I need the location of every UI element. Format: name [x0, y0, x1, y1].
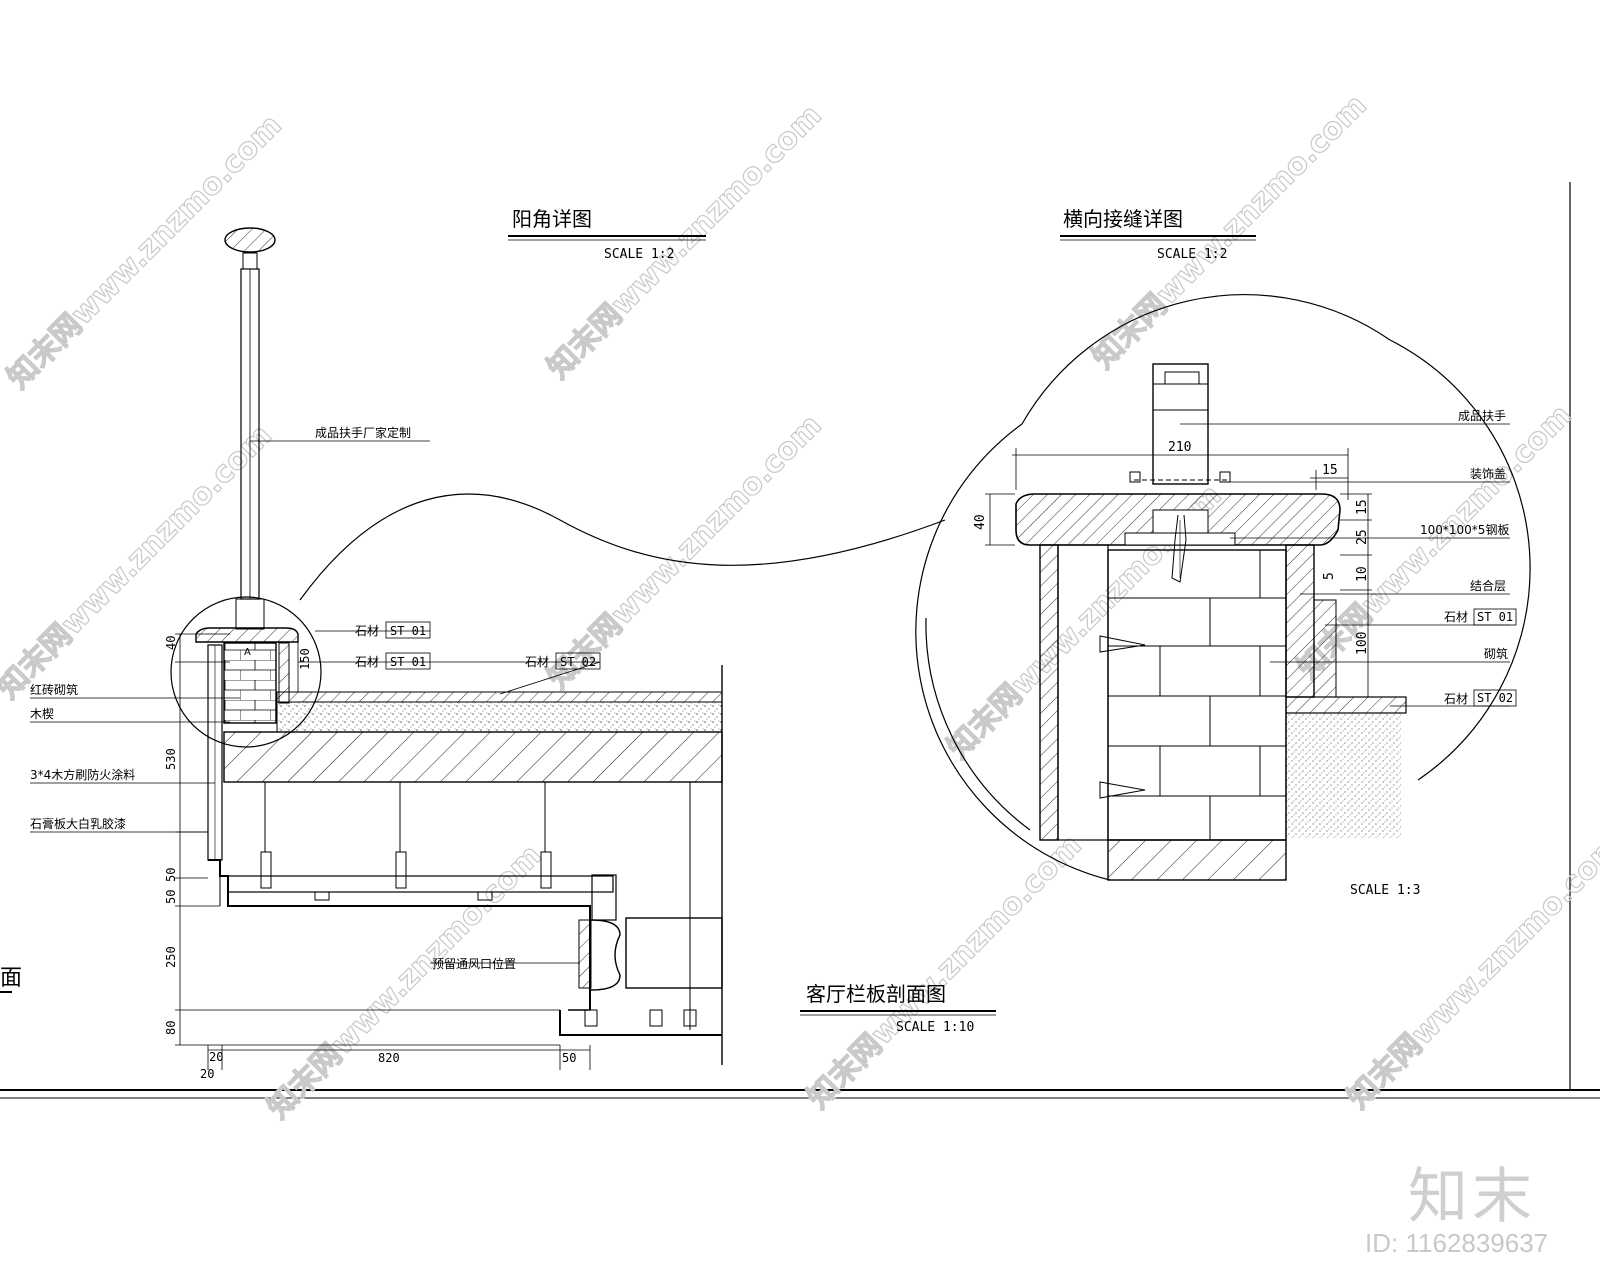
dim-20: 20 — [209, 1050, 223, 1064]
label-stone: 石材 — [1444, 610, 1468, 624]
dim-80: 80 — [164, 1021, 178, 1035]
label-stone: 石材 — [355, 624, 379, 638]
dim-210: 210 — [1168, 440, 1191, 455]
watermark: 知末网www.znzmo.com — [541, 98, 829, 386]
anchor-letter: A — [244, 647, 251, 658]
dim-10: 10 — [1355, 566, 1370, 582]
label-bond: 结合层 — [1470, 578, 1506, 593]
label-handrail: 成品扶手 — [1458, 408, 1506, 423]
code-st01: ST 01 — [390, 655, 426, 669]
label-handrail: 成品扶手厂家定制 — [315, 425, 411, 440]
section-drawing — [170, 227, 946, 1065]
joint-detail-drawing — [915, 294, 1531, 881]
label-trim: 装饰盖 — [1470, 467, 1506, 481]
edge-mark: 面 — [0, 966, 22, 991]
scale-section: SCALE 1:10 — [896, 1020, 974, 1035]
dim-100: 100 — [1355, 632, 1370, 655]
right-dim-text: 210 15 40 15 25 5 10 100 — [973, 440, 1370, 655]
dim-25: 25 — [1355, 529, 1370, 545]
label-vent: 预留通风口位置 — [432, 956, 516, 971]
left-dim-text: 40 150 530 50 50 250 80 20 20 820 50 — [164, 636, 576, 1081]
watermark: 知末网www.znzmo.com — [801, 828, 1089, 1116]
dim-15: 15 — [1322, 463, 1338, 478]
dim-20: 20 — [200, 1067, 214, 1081]
titles: 阳角详图 SCALE 1:2 横向接缝详图 SCALE 1:2 客厅栏板剖面图 … — [508, 207, 1420, 1035]
right-dimensions — [985, 448, 1372, 698]
code-st02: ST 02 — [560, 655, 596, 669]
watermark: 知末网www.znzmo.com — [1086, 88, 1374, 376]
left-dimensions — [175, 633, 591, 1070]
code-st01: ST 01 — [390, 624, 426, 638]
title-corner-detail: 阳角详图 — [512, 207, 592, 231]
brand-logo: 知末 — [1408, 1162, 1536, 1232]
scale-circle: SCALE 1:3 — [1350, 883, 1420, 898]
right-leaders — [1180, 423, 1510, 707]
label-wood-batten: 3*4木方刷防火涂料 — [30, 767, 135, 782]
watermark: 知末网www.znzmo.com — [541, 408, 829, 696]
dim-250: 250 — [164, 946, 178, 968]
dim-530: 530 — [164, 748, 178, 770]
title-section: 客厅栏板剖面图 — [806, 982, 946, 1006]
label-stone: 石材 — [1444, 692, 1468, 706]
drawing-frame — [0, 182, 1600, 1099]
label-stone: 石材 — [525, 655, 549, 669]
label-steel-plate: 100*100*5钢板 — [1420, 523, 1509, 537]
scale-joint: SCALE 1:2 — [1157, 247, 1227, 262]
watermark: 知末网www.znzmo.com — [1341, 828, 1600, 1116]
label-wood: 木楔 — [30, 707, 54, 721]
title-joint-detail: 横向接缝详图 — [1063, 207, 1183, 231]
right-label-text: 成品扶手 装饰盖 100*100*5钢板 结合层 石材 ST 01 砌筑 石材 … — [1420, 408, 1517, 707]
dim-50: 50 — [562, 1051, 576, 1065]
code-st02: ST 02 — [1477, 691, 1513, 705]
dim-150: 150 — [298, 648, 312, 670]
dim-5: 5 — [1322, 572, 1337, 580]
dim-40: 40 — [973, 514, 988, 530]
label-gypsum: 石膏板大白乳胶漆 — [30, 816, 126, 831]
dim-820: 820 — [378, 1051, 400, 1065]
label-stone: 石材 — [355, 655, 379, 669]
dim-15v: 15 — [1355, 499, 1370, 515]
label-brick: 红砖砌筑 — [30, 682, 78, 697]
left-label-text: 成品扶手厂家定制 石材 ST 01 石材 ST 01 石材 ST 02 红砖砌筑… — [0, 425, 601, 993]
dim-50: 50 — [164, 868, 178, 882]
left-leaders — [30, 440, 601, 964]
watermark: 知末网www.znzmo.com — [261, 838, 549, 1126]
dim-40: 40 — [164, 636, 178, 650]
dim-50: 50 — [164, 890, 178, 904]
label-masonry: 砌筑 — [1484, 646, 1508, 661]
image-id: ID: 1162839637 — [1365, 1228, 1549, 1258]
code-st01: ST 01 — [1477, 610, 1513, 624]
scale-corner: SCALE 1:2 — [604, 247, 674, 262]
